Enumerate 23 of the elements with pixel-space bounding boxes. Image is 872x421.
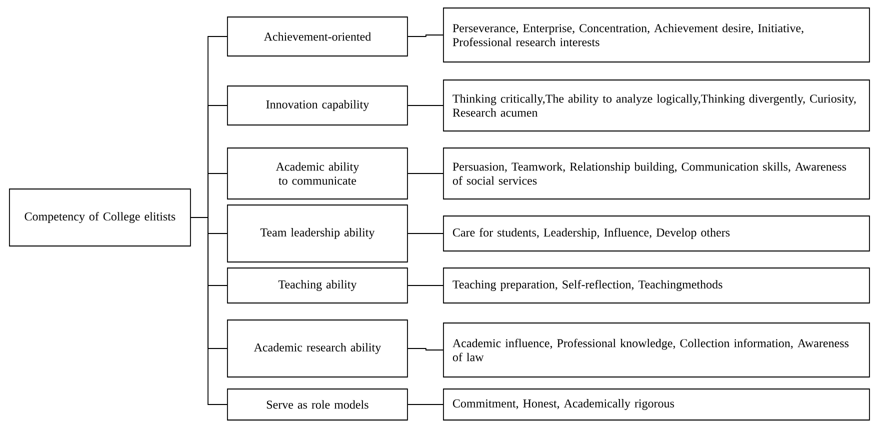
connector-line bbox=[407, 285, 444, 286]
detail-box: Academic influence, Professional knowledge, Collection information, Awareness of law bbox=[443, 322, 870, 378]
category-box: Teaching ability bbox=[227, 268, 408, 304]
connector-line bbox=[407, 34, 444, 37]
category-box: Team leadership ability bbox=[227, 204, 408, 262]
detail-box: Care for students, Leadership, Influence, Develop others bbox=[443, 216, 870, 252]
connector-line bbox=[407, 105, 444, 106]
category-box: Academic research ability bbox=[227, 320, 408, 378]
connector-line bbox=[190, 217, 228, 405]
detail-box: Persuasion, Teamwork, Relationship building, Communication skills, Awareness of social services bbox=[443, 148, 870, 200]
detail-box: Thinking critically,The ability to analyze logically,Thinking divergently, Curiosity, Research acumen bbox=[443, 80, 870, 132]
root-box: Competency of College elitists bbox=[9, 188, 191, 246]
category-box: Academic ability to communicate bbox=[227, 148, 408, 200]
category-box: Achievement-oriented bbox=[227, 16, 408, 56]
detail-box: Perseverance, Enterprise, Concentration, Achievement desire, Initiative, Professional research interests bbox=[443, 8, 870, 62]
detail-box: Teaching preparation, Self-reflection, Teachingmethods bbox=[443, 268, 870, 304]
detail-box: Commitment, Honest, Academically rigorous bbox=[443, 388, 870, 420]
connector-line bbox=[407, 404, 444, 405]
connector-line bbox=[407, 233, 444, 234]
category-box: Serve as role models bbox=[227, 388, 408, 420]
connector-line bbox=[407, 348, 444, 350]
connector-line bbox=[407, 173, 444, 174]
category-box: Innovation capability bbox=[227, 86, 408, 126]
